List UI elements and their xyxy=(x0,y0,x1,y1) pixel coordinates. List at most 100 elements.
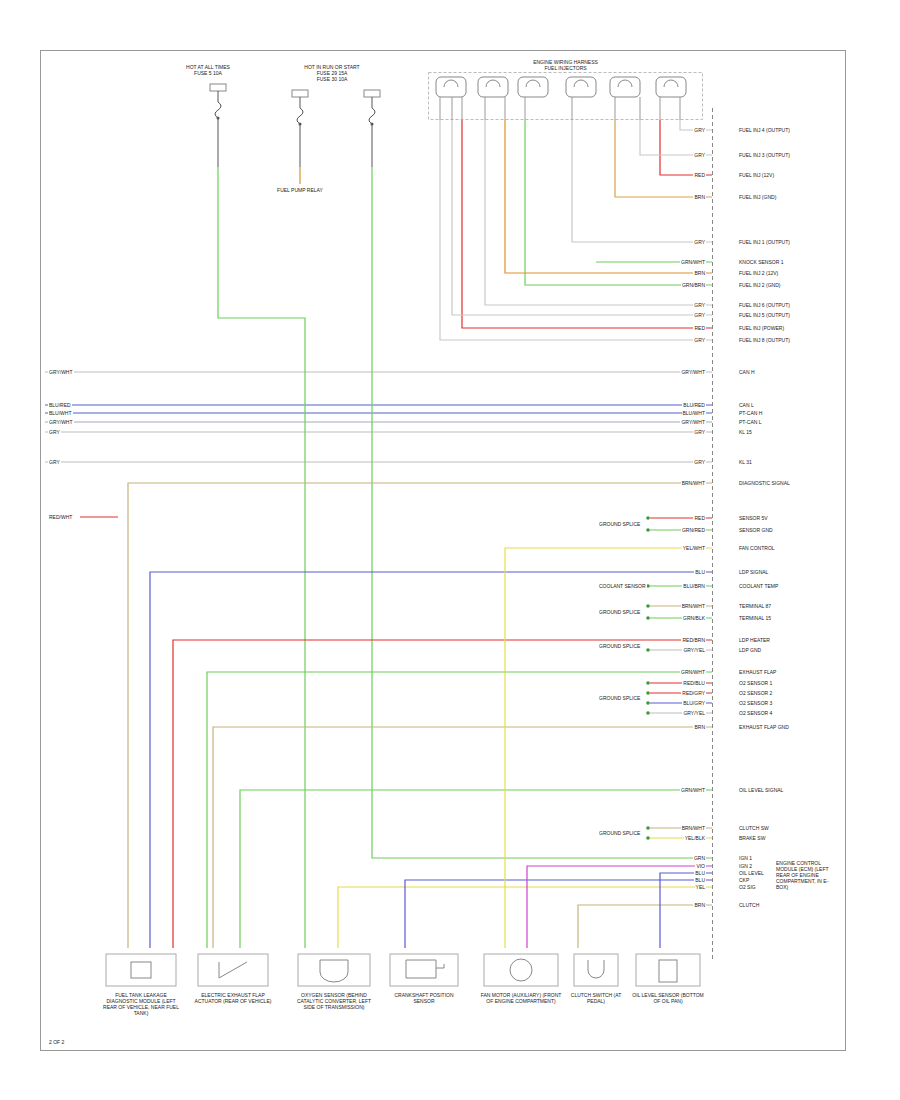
wire-color: GRY/YEL xyxy=(682,647,706,653)
pin-name: CKP xyxy=(738,877,750,883)
wire-color: BLU/GRY xyxy=(682,700,706,706)
component-symbol xyxy=(180,62,236,167)
wire-color: GRN/WHT xyxy=(680,259,706,265)
pin-name: KNOCK SENSOR 1 xyxy=(738,259,784,265)
wire xyxy=(128,483,712,948)
pin-name: FUEL INJ (POWER) xyxy=(738,325,785,331)
pin-name: DIAGNOSTIC SIGNAL xyxy=(738,480,791,486)
wire-color: GRY/WHT xyxy=(680,369,706,375)
wire xyxy=(660,120,712,175)
component-label: OIL LEVEL SENSOR (BOTTOM OF OIL PAN) xyxy=(632,992,704,1004)
wire xyxy=(525,120,712,285)
wire-color: RED xyxy=(693,172,706,178)
pin-name: FUEL INJ 1 (OUTPUT) xyxy=(738,239,791,245)
wire-color: GRY xyxy=(693,459,706,465)
component: CLUTCH SWITCH (AT PEDAL) xyxy=(568,948,624,1028)
control-module: ENGINE CONTROL MODULE (ECM) (LEFT REAR O… xyxy=(712,108,842,960)
wire-note: BLU/RED xyxy=(48,402,72,408)
wire xyxy=(615,120,712,197)
wire-color: BLU xyxy=(694,870,706,876)
wire xyxy=(660,873,712,948)
component-label: FUSE 5 10A xyxy=(182,70,234,76)
pin-name: O2 SENSOR 2 xyxy=(738,690,773,696)
fuse-block: HOT IN RUN OR STARTFUSE 29 15AFUSE 30 10… xyxy=(272,62,392,167)
wire xyxy=(578,905,712,948)
component-label: OXYGEN SENSOR (BEHIND CATALYTIC CONVERTE… xyxy=(294,992,374,1010)
pin-name: LDP HEATER xyxy=(738,637,771,643)
component-label: CLUTCH SWITCH (AT PEDAL) xyxy=(570,992,622,1004)
wire-color: GRY xyxy=(693,337,706,343)
wire-color: GRN/WHT xyxy=(680,669,706,675)
pin-name: KL 31 xyxy=(738,459,753,465)
wire xyxy=(640,120,712,155)
wire xyxy=(213,727,712,948)
component-symbol xyxy=(712,108,842,960)
pin-name: SENSOR GND xyxy=(738,527,774,533)
wire-color: RED xyxy=(693,325,706,331)
pin-name: OIL LEVEL xyxy=(738,870,765,876)
pin-name: KL 15 xyxy=(738,429,753,435)
wire xyxy=(372,167,712,858)
component: ELECTRIC EXHAUST FLAP ACTUATOR (REAR OF … xyxy=(192,948,274,1028)
component-label: FUSE 29 15A xyxy=(274,70,390,76)
wire-color: GRY xyxy=(693,239,706,245)
wire xyxy=(452,120,712,315)
pin-name: FAN CONTROL xyxy=(738,545,776,551)
fuse-block: HOT AT ALL TIMESFUSE 5 10A xyxy=(180,62,236,167)
wire-color: GRY xyxy=(693,429,706,435)
pin-name: COOLANT TEMP xyxy=(738,583,779,589)
component-label: HOT AT ALL TIMES xyxy=(182,64,234,70)
wire-note: GROUND SPLICE xyxy=(598,521,641,527)
wire-color: GRN/RED xyxy=(681,527,706,533)
component-symbol xyxy=(384,948,464,1028)
wire xyxy=(173,640,712,948)
pin-name: CLUTCH xyxy=(738,902,760,908)
pin-name: FUEL INJ 2 (12V) xyxy=(738,270,779,276)
wire-color: BLU/RED xyxy=(682,402,706,408)
wire xyxy=(207,672,712,948)
pin-name: IGN 1 xyxy=(738,855,753,861)
component: FAN MOTOR (AUXILIARY) (FRONT OF ENGINE C… xyxy=(478,948,564,1028)
component-label: HOT IN RUN OR START xyxy=(274,64,390,70)
wire-note: RED/WHT xyxy=(48,514,73,520)
wire-color: YEL xyxy=(695,884,706,890)
pin-name: FUEL INJ 5 (OUTPUT) xyxy=(738,312,791,318)
pin-name: FUEL INJ 8 (OUTPUT) xyxy=(738,337,791,343)
wire-color: RED xyxy=(693,515,706,521)
pin-name: LDP SIGNAL xyxy=(738,569,769,575)
wire xyxy=(462,120,712,328)
wire-note: GROUND SPLICE xyxy=(598,695,641,701)
wire xyxy=(240,790,712,948)
component-label: FUEL TANK LEAKAGE DIAGNOSTIC MODULE (LEF… xyxy=(102,992,180,1016)
page-frame xyxy=(41,51,846,1051)
bus-wires xyxy=(45,167,712,517)
wire-color: GRY xyxy=(693,312,706,318)
injector-harness: ENGINE WIRING HARNESSFUEL INJECTORS xyxy=(428,58,703,120)
wire-color: GRN/WHT xyxy=(680,787,706,793)
component-label: ENGINE WIRING HARNESS xyxy=(430,59,701,65)
wire xyxy=(150,572,712,948)
wire-color: GRY xyxy=(693,127,706,133)
pin-name: LDP GND xyxy=(738,647,762,653)
pin-name: TERMINAL 15 xyxy=(738,615,772,621)
wire-color: RED/BLU xyxy=(682,680,706,686)
wire-note: GROUND SPLICE xyxy=(598,643,641,649)
pin-name: OIL LEVEL SIGNAL xyxy=(738,787,784,793)
pin-name: EXHAUST FLAP GND xyxy=(738,724,790,730)
wire-note: GRY xyxy=(48,429,61,435)
pin-name: O2 SENSOR 4 xyxy=(738,710,773,716)
wire-color: BRN/WHT xyxy=(681,603,706,609)
component: OIL LEVEL SENSOR (BOTTOM OF OIL PAN) xyxy=(630,948,706,1028)
pin-name: PT-CAN H xyxy=(738,410,763,416)
wire-color: BRN xyxy=(693,270,706,276)
pin-name: FUEL INJ 3 (OUTPUT) xyxy=(738,152,791,158)
component: FUEL TANK LEAKAGE DIAGNOSTIC MODULE (LEF… xyxy=(100,948,182,1028)
pin-name: IGN 2 xyxy=(738,863,753,869)
component-label: FUEL INJECTORS xyxy=(430,65,701,71)
component-symbol xyxy=(630,948,706,1028)
wire-color: BLU xyxy=(694,877,706,883)
wire-color: GRN/BLK xyxy=(682,615,706,621)
pin-name: PT-CAN L xyxy=(738,419,763,425)
pin-name: CAN L xyxy=(738,402,755,408)
wire-color: BRN xyxy=(693,194,706,200)
